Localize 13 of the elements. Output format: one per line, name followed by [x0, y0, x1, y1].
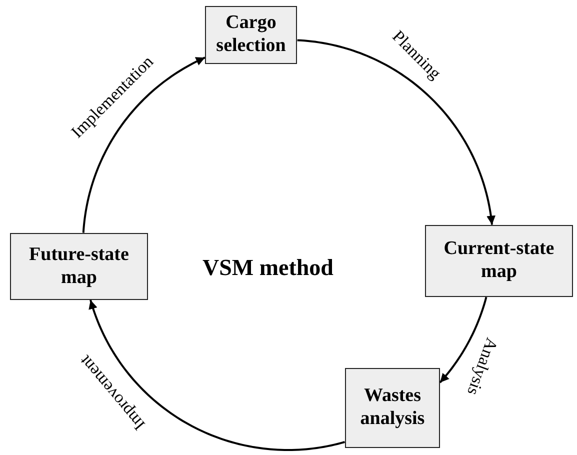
process-box: [345, 368, 440, 448]
arrow: [439, 296, 488, 384]
arrow: [297, 39, 496, 225]
box-label: Wastes analysis: [359, 385, 426, 431]
center-title: VSM method: [202, 255, 334, 281]
arrow: [88, 300, 345, 451]
box-label: Current-state map: [442, 238, 556, 284]
process-box: [10, 233, 148, 300]
box-label: Cargo selection: [215, 12, 287, 58]
process-box: [425, 225, 573, 297]
process-box: [205, 6, 297, 64]
box-label: Future-state map: [28, 244, 130, 290]
arrow: [82, 56, 206, 233]
